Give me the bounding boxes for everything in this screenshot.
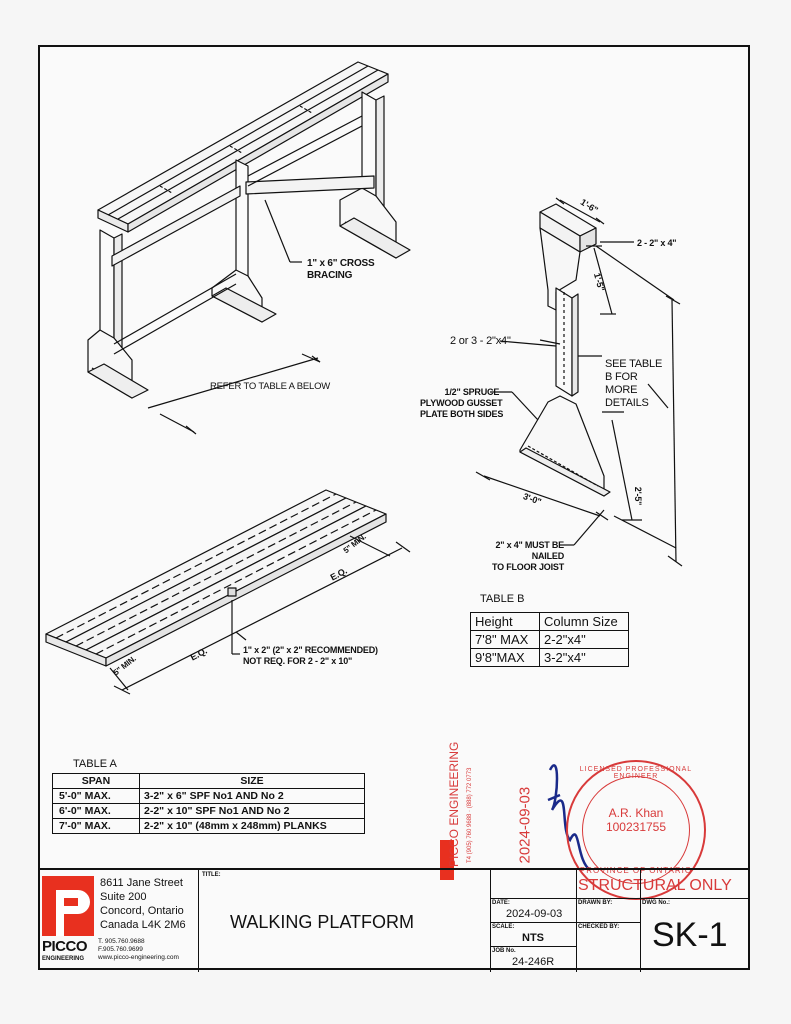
table-b-cell: 9'8"MAX [470, 648, 540, 667]
column-size-note: 2 or 3 - 2"x4" [450, 335, 511, 347]
refer-table-a-note: REFER TO TABLE A BELOW [210, 381, 331, 392]
job-value: 24-246R [512, 956, 555, 968]
plank-note: 1" x 2" (2" x 2" RECOMMENDED) NOT REQ. F… [243, 645, 378, 667]
table-b-header-row: Height Column Size [470, 612, 629, 631]
dim-2-5: 2'-5" [633, 486, 644, 506]
title-label: TITLE: [202, 872, 221, 878]
table-b-cell: 7'8" MAX [470, 630, 540, 649]
picco-logo-icon [42, 876, 94, 936]
nailed-line1: 2" x 4" MUST BE NAILED [495, 540, 564, 561]
address-line: Canada L4K 2M6 [100, 919, 186, 931]
fax: F.905.760.9699 [98, 946, 143, 953]
table-row: 5'-0" MAX. 3-2" x 6" SPF No1 AND No 2 [52, 788, 365, 804]
seal-name: A.R. Khan [608, 806, 664, 820]
plank-line1: 1" x 2" (2" x 2" RECOMMENDED) [243, 645, 378, 655]
title-block: PICCO ENGINEERING 8611 Jane Street Suite… [38, 868, 750, 972]
gusset-note: 1/2" SPRUCE PLYWOOD GUSSET PLATE BOTH SI… [420, 387, 503, 420]
post-detail-drawing [475, 197, 683, 567]
table-row: 7'8" MAX 2-2"x4" [470, 630, 629, 649]
date-label: DATE: [492, 900, 510, 906]
table-row: 9'8"MAX 3-2"x4" [470, 648, 629, 667]
table-a-cell: 3-2" x 6" SPF No1 AND No 2 [139, 788, 365, 804]
plank-line2: NOT REQ. FOR 2 - 2" x 10" [243, 656, 353, 666]
table-b-title: TABLE B [480, 593, 525, 605]
structural-only: STRUCTURAL ONLY [578, 877, 732, 894]
logo-subword: ENGINEERING [42, 956, 85, 962]
gusset-line3: PLATE BOTH SIDES [420, 409, 504, 419]
table-a-cell: 6'-0" MAX. [52, 803, 140, 819]
table-row: 7'-0" MAX. 2-2" x 10" (48mm x 248mm) PLA… [52, 818, 365, 834]
date-value: 2024-09-03 [506, 908, 563, 920]
table-a-cell: 7'-0" MAX. [52, 818, 140, 834]
cross-bracing-note: 1" x 6" CROSS BRACING [307, 258, 375, 281]
seal-bottom-text: PROVINCE OF ONTARIO [579, 866, 693, 875]
platform-frame-drawing [87, 61, 411, 435]
plank-detail-drawing [45, 489, 411, 695]
nailed-line2: TO FLOOR JOIST [491, 562, 564, 572]
table-b-header: Height [470, 612, 540, 631]
dwg-number: SK-1 [652, 916, 728, 954]
table-a-cell: 5'-0" MAX. [52, 788, 140, 804]
table-a-header: SIZE [139, 773, 365, 789]
engineer-seal: LICENSED PROFESSIONAL ENGINEER A.R. Khan… [566, 760, 706, 900]
stamp-company: PICCO ENGINEERING [447, 741, 461, 867]
drawn-checked-column: DRAWN BY: CHECKED BY: [576, 870, 641, 972]
drawn-by-label: DRAWN BY: [578, 900, 613, 906]
scale-value: NTS [522, 932, 544, 944]
table-a-header-row: SPAN SIZE [52, 773, 365, 789]
table-b-header: Column Size [539, 612, 629, 631]
job-label: JOB No. [492, 948, 516, 954]
logo-word: PICCO [42, 938, 88, 955]
table-b-cell: 3-2"x4" [539, 648, 629, 667]
drawing-title: WALKING PLATFORM [230, 912, 415, 932]
table-row: 6'-0" MAX. 2-2" x 10" SPF No1 AND No 2 [52, 803, 365, 819]
table-a-title: TABLE A [73, 758, 117, 770]
info-column: DATE: 2024-09-03 SCALE: NTS JOB No. 24-2… [490, 870, 577, 972]
dwg-column: DWG No.: SK-1 [640, 870, 750, 972]
stamp-contact: T4 (905) 760 9688 · (888) 772 0773 [467, 767, 473, 863]
seal-top-text: LICENSED PROFESSIONAL ENGINEER [579, 766, 693, 780]
nailed-note: 2" x 4" MUST BE NAILED TO FLOOR JOIST [478, 540, 564, 573]
address-line: 8611 Jane Street [100, 877, 183, 889]
checked-by-label: CHECKED BY: [578, 924, 620, 930]
address-line: Concord, Ontario [100, 905, 184, 917]
website: www.picco-engineering.com [98, 954, 179, 961]
dim-2-2x4: 2 - 2" x 4" [637, 238, 677, 248]
company-address: 8611 Jane Street Suite 200 Concord, Onta… [100, 876, 186, 932]
scale-label: SCALE: [492, 924, 515, 930]
gusset-line2: PLYWOOD GUSSET [420, 398, 503, 408]
dwg-label: DWG No.: [642, 900, 670, 906]
company-cell: PICCO ENGINEERING 8611 Jane Street Suite… [38, 870, 199, 972]
title-cell: TITLE: WALKING PLATFORM [200, 870, 491, 972]
table-b-cell: 2-2"x4" [539, 630, 629, 649]
see-table-b-note: SEE TABLE B FOR MORE DETAILS [605, 358, 663, 409]
table-a-header: SPAN [52, 773, 140, 789]
phone: T. 905.760.9688 [98, 938, 145, 945]
company-contact: T. 905.760.9688 F.905.760.9699 www.picco… [98, 938, 179, 962]
gusset-line1: 1/2" SPRUCE [444, 387, 500, 397]
table-a-cell: 2-2" x 10" SPF No1 AND No 2 [139, 803, 365, 819]
stamp-logo-mark [440, 840, 454, 880]
seal-number: 100231755 [605, 820, 667, 834]
table-a-cell: 2-2" x 10" (48mm x 248mm) PLANKS [139, 818, 365, 834]
table-a: SPAN SIZE 5'-0" MAX. 3-2" x 6" SPF No1 A… [52, 773, 365, 834]
table-b: Height Column Size 7'8" MAX 2-2"x4" 9'8"… [470, 612, 629, 667]
address-line: Suite 200 [100, 891, 147, 903]
